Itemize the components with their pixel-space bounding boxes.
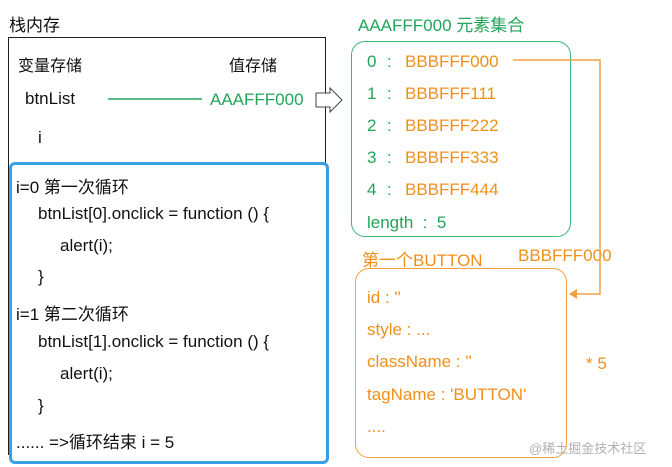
value-column-header: 值存储 bbox=[229, 58, 278, 75]
item-separator: : bbox=[387, 52, 392, 71]
loop-line-2: btnList[0].onclick = function () { bbox=[38, 204, 270, 223]
button-object-address: BBBFFF000 bbox=[518, 246, 612, 265]
item-value: BBBFFF444 bbox=[405, 180, 499, 199]
var-btnlist: btnList bbox=[25, 89, 76, 108]
item-separator: : bbox=[387, 148, 392, 167]
button-object-box bbox=[355, 268, 567, 458]
loop-line-3: alert(i); bbox=[60, 236, 113, 255]
item-value: BBBFFF000 bbox=[405, 52, 499, 71]
item-index: 0 bbox=[367, 52, 377, 71]
item-index: 3 bbox=[367, 148, 377, 167]
loop-line-9: ...... =>循环结束 i = 5 bbox=[16, 433, 175, 452]
loop-line-4: } bbox=[38, 267, 44, 286]
loop-line-1: i=0 第一次循环 bbox=[16, 178, 129, 197]
item-index: 1 bbox=[367, 84, 377, 103]
loop-line-6: btnList[1].onclick = function () { bbox=[38, 332, 270, 351]
element-collection-box bbox=[351, 41, 571, 237]
button-pointer-line bbox=[513, 59, 601, 295]
arrow-right-icon bbox=[315, 86, 343, 114]
item-value: BBBFFF333 bbox=[405, 148, 499, 167]
loop-line-8: } bbox=[38, 396, 44, 415]
btnlist-address: AAAFFF000 bbox=[210, 90, 304, 109]
collection-length: length : 5 bbox=[367, 213, 447, 232]
item-separator: : bbox=[387, 180, 392, 199]
button-prop-style: style : ... bbox=[367, 320, 431, 339]
pointer-arrowhead-icon bbox=[569, 289, 577, 299]
loop-line-7: alert(i); bbox=[60, 364, 113, 383]
item-separator: : bbox=[387, 116, 392, 135]
loop-code-box bbox=[9, 162, 329, 464]
button-prop-classname: className : '' bbox=[367, 352, 472, 371]
watermark: @稀土掘金技术社区 bbox=[529, 441, 647, 456]
item-index: 2 bbox=[367, 116, 377, 135]
item-index: 4 bbox=[367, 180, 377, 199]
button-prop-tagname: tagName : 'BUTTON' bbox=[367, 385, 527, 404]
button-object-title: 第一个BUTTON bbox=[362, 251, 483, 270]
var-column-header: 变量存储 bbox=[18, 58, 83, 75]
multiplier-label: * 5 bbox=[586, 354, 607, 373]
collection-title: AAAFFF000 元素集合 bbox=[358, 16, 525, 35]
loop-line-5: i=1 第二次循环 bbox=[16, 305, 129, 324]
stack-title: 栈内存 bbox=[9, 16, 60, 35]
item-separator: : bbox=[387, 84, 392, 103]
button-prop-id: id : '' bbox=[367, 288, 401, 307]
var-i: i bbox=[38, 128, 42, 147]
item-value: BBBFFF222 bbox=[405, 116, 499, 135]
button-prop-more: .... bbox=[367, 417, 386, 436]
item-value: BBBFFF111 bbox=[405, 84, 497, 103]
